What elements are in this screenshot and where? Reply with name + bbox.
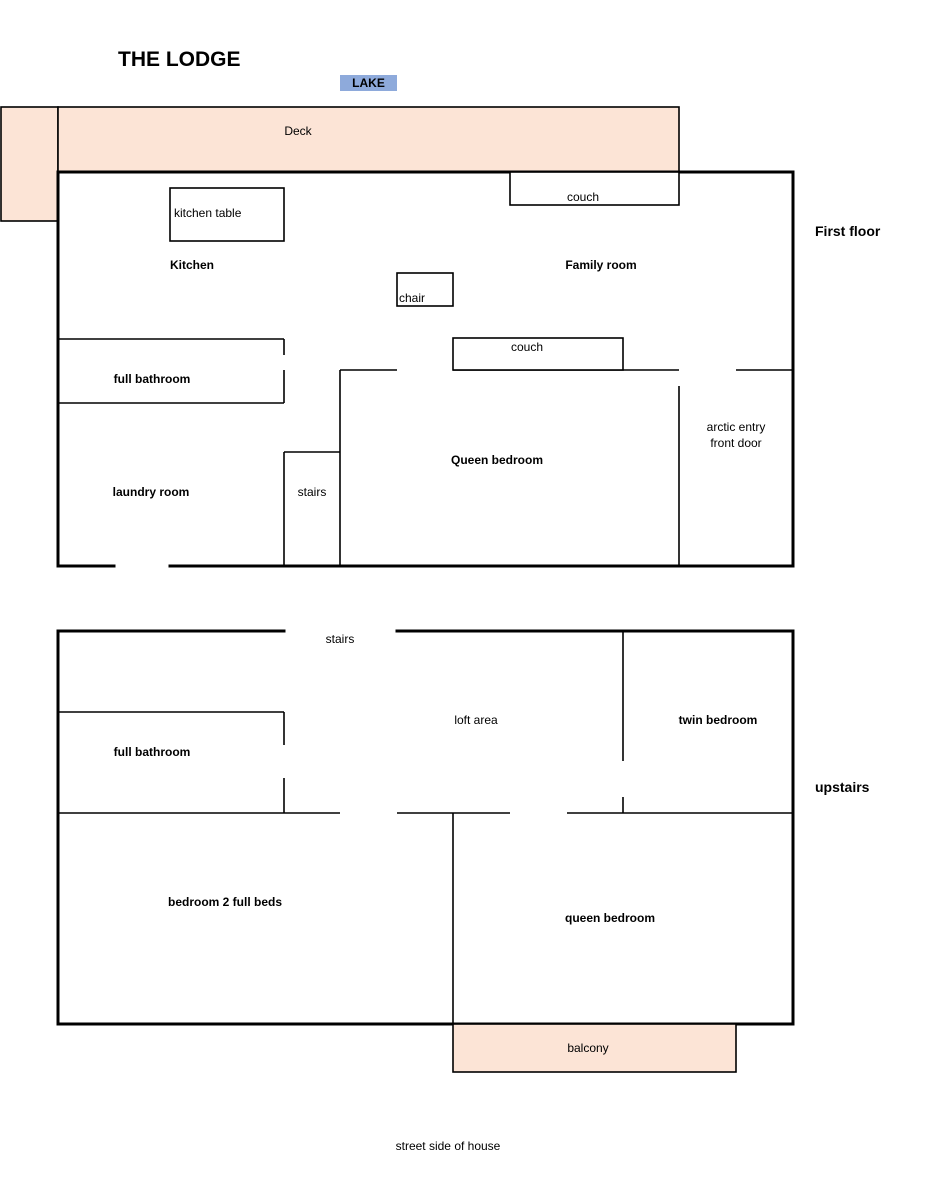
first-floor-interior-walls [58,338,793,566]
upstairs-plan: balcony stairs loft area twin bedroom fu… [56,629,870,1073]
couch-top-label: couch [567,190,599,204]
street-side-label: street side of house [396,1139,501,1153]
page-title: THE LODGE [118,48,241,71]
kitchen-table-label: kitchen table [174,206,242,220]
upstairs-queen-bedroom-label: queen bedroom [565,911,655,925]
upstairs-full-bathroom-label: full bathroom [114,745,191,759]
lake-label: LAKE [352,76,385,90]
couch-top [509,171,680,206]
bedroom-2-label: bedroom 2 full beds [168,895,282,909]
couch-mid-label: couch [511,340,543,354]
deck-label: Deck [284,124,312,138]
twin-bedroom-label: twin bedroom [679,713,758,727]
kitchen-label: Kitchen [170,258,214,272]
upstairs-interior-walls [58,631,793,1024]
full-bathroom-label: full bathroom [114,372,191,386]
chair-label: chair [399,291,425,305]
chair [396,272,454,307]
family-room-label: Family room [565,258,636,272]
first-floor-outer-walls [56,170,795,568]
loft-area-label: loft area [454,713,498,727]
lake-marker: LAKE [340,75,397,91]
couch-mid [452,337,624,371]
first-floor-label: First floor [815,223,881,239]
stairs-label: stairs [298,485,327,499]
kitchen-table [169,187,285,242]
upstairs-stairs-label: stairs [326,632,355,646]
queen-bedroom-label: Queen bedroom [451,453,543,467]
upstairs-floor-label: upstairs [815,779,870,795]
laundry-room-label: laundry room [113,485,190,499]
balcony-label: balcony [567,1041,608,1055]
first-floor-plan: Deck kitchen [0,106,881,568]
upstairs-outer-walls [56,629,795,1026]
deck-side [0,106,59,222]
balcony [452,1023,737,1073]
arctic-entry-label: arctic entry [707,420,766,434]
deck [57,106,680,173]
front-door-label: front door [710,436,761,450]
